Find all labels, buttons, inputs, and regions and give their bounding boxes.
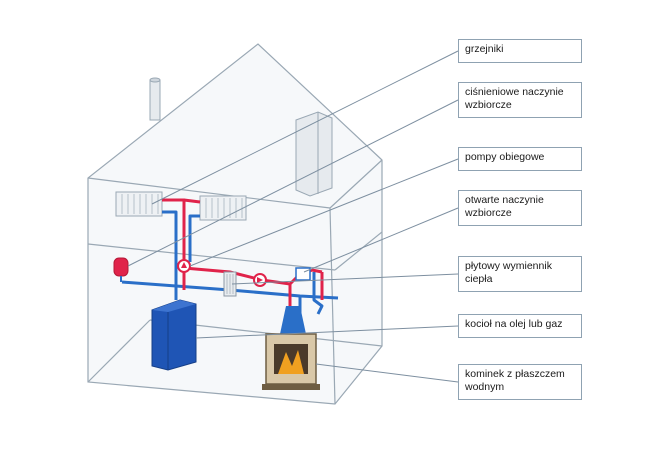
house-ground-front	[87, 319, 151, 383]
leader-lines	[127, 50, 459, 383]
label-radiators: grzejniki	[458, 39, 582, 63]
house-outline	[87, 43, 383, 405]
plate-heat-exchanger-icon	[223, 271, 237, 297]
label-oil-gas-boiler: kocioł na olej lub gaz	[458, 314, 582, 338]
label-circulation-pumps: pompy obiegowe	[458, 147, 582, 171]
house-rear-roof-edge	[87, 177, 331, 209]
boiler-icon	[151, 299, 197, 371]
pressure-expansion-vessel-icon	[113, 257, 129, 282]
label-water-jacket-fireplace: kominek z płaszczem wodnym	[458, 364, 582, 400]
radiator-left	[115, 191, 163, 217]
chimney-right	[295, 111, 333, 197]
label-pressure-expansion-vessel: ciśnieniowe naczynie wzbiorcze	[458, 82, 582, 118]
house-side-edge	[329, 207, 336, 405]
label-open-expansion-vessel: otwarte naczynie wzbiorcze	[458, 190, 582, 226]
label-plate-heat-exchanger: płytowy wymiennik ciepła	[458, 256, 582, 292]
radiator-right	[199, 195, 247, 221]
pump-right-icon	[253, 273, 267, 287]
chimney-left	[149, 77, 161, 121]
pump-left-icon	[177, 259, 191, 273]
house-floor-line-side	[334, 231, 383, 271]
house-ridge-right	[329, 159, 383, 209]
open-expansion-vessel-icon	[295, 267, 311, 281]
fireplace-icon	[262, 306, 320, 390]
house-front-wall	[87, 43, 383, 405]
